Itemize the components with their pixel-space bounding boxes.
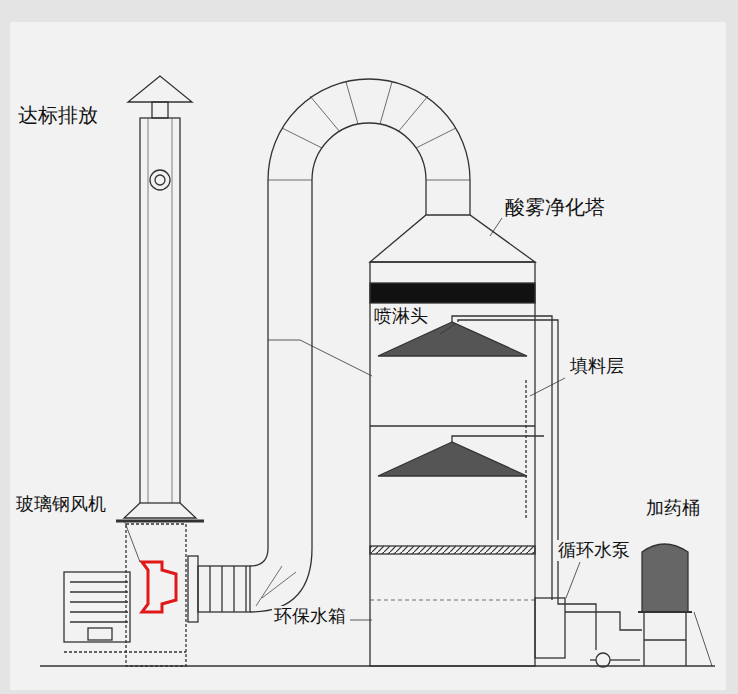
part-label: 玻璃钢风机: [14, 494, 108, 515]
part-label: 喷淋头: [372, 306, 430, 327]
drawing: [40, 76, 715, 667]
background: [10, 22, 726, 690]
part-label: 填料层: [568, 356, 626, 377]
part-label: 酸雾净化塔: [503, 196, 607, 219]
part-label: 环保水箱: [272, 606, 348, 627]
part-label: 加药桶: [644, 498, 702, 519]
part-label: 达标排放: [16, 104, 100, 127]
part-label: 循环水泵: [556, 540, 632, 561]
